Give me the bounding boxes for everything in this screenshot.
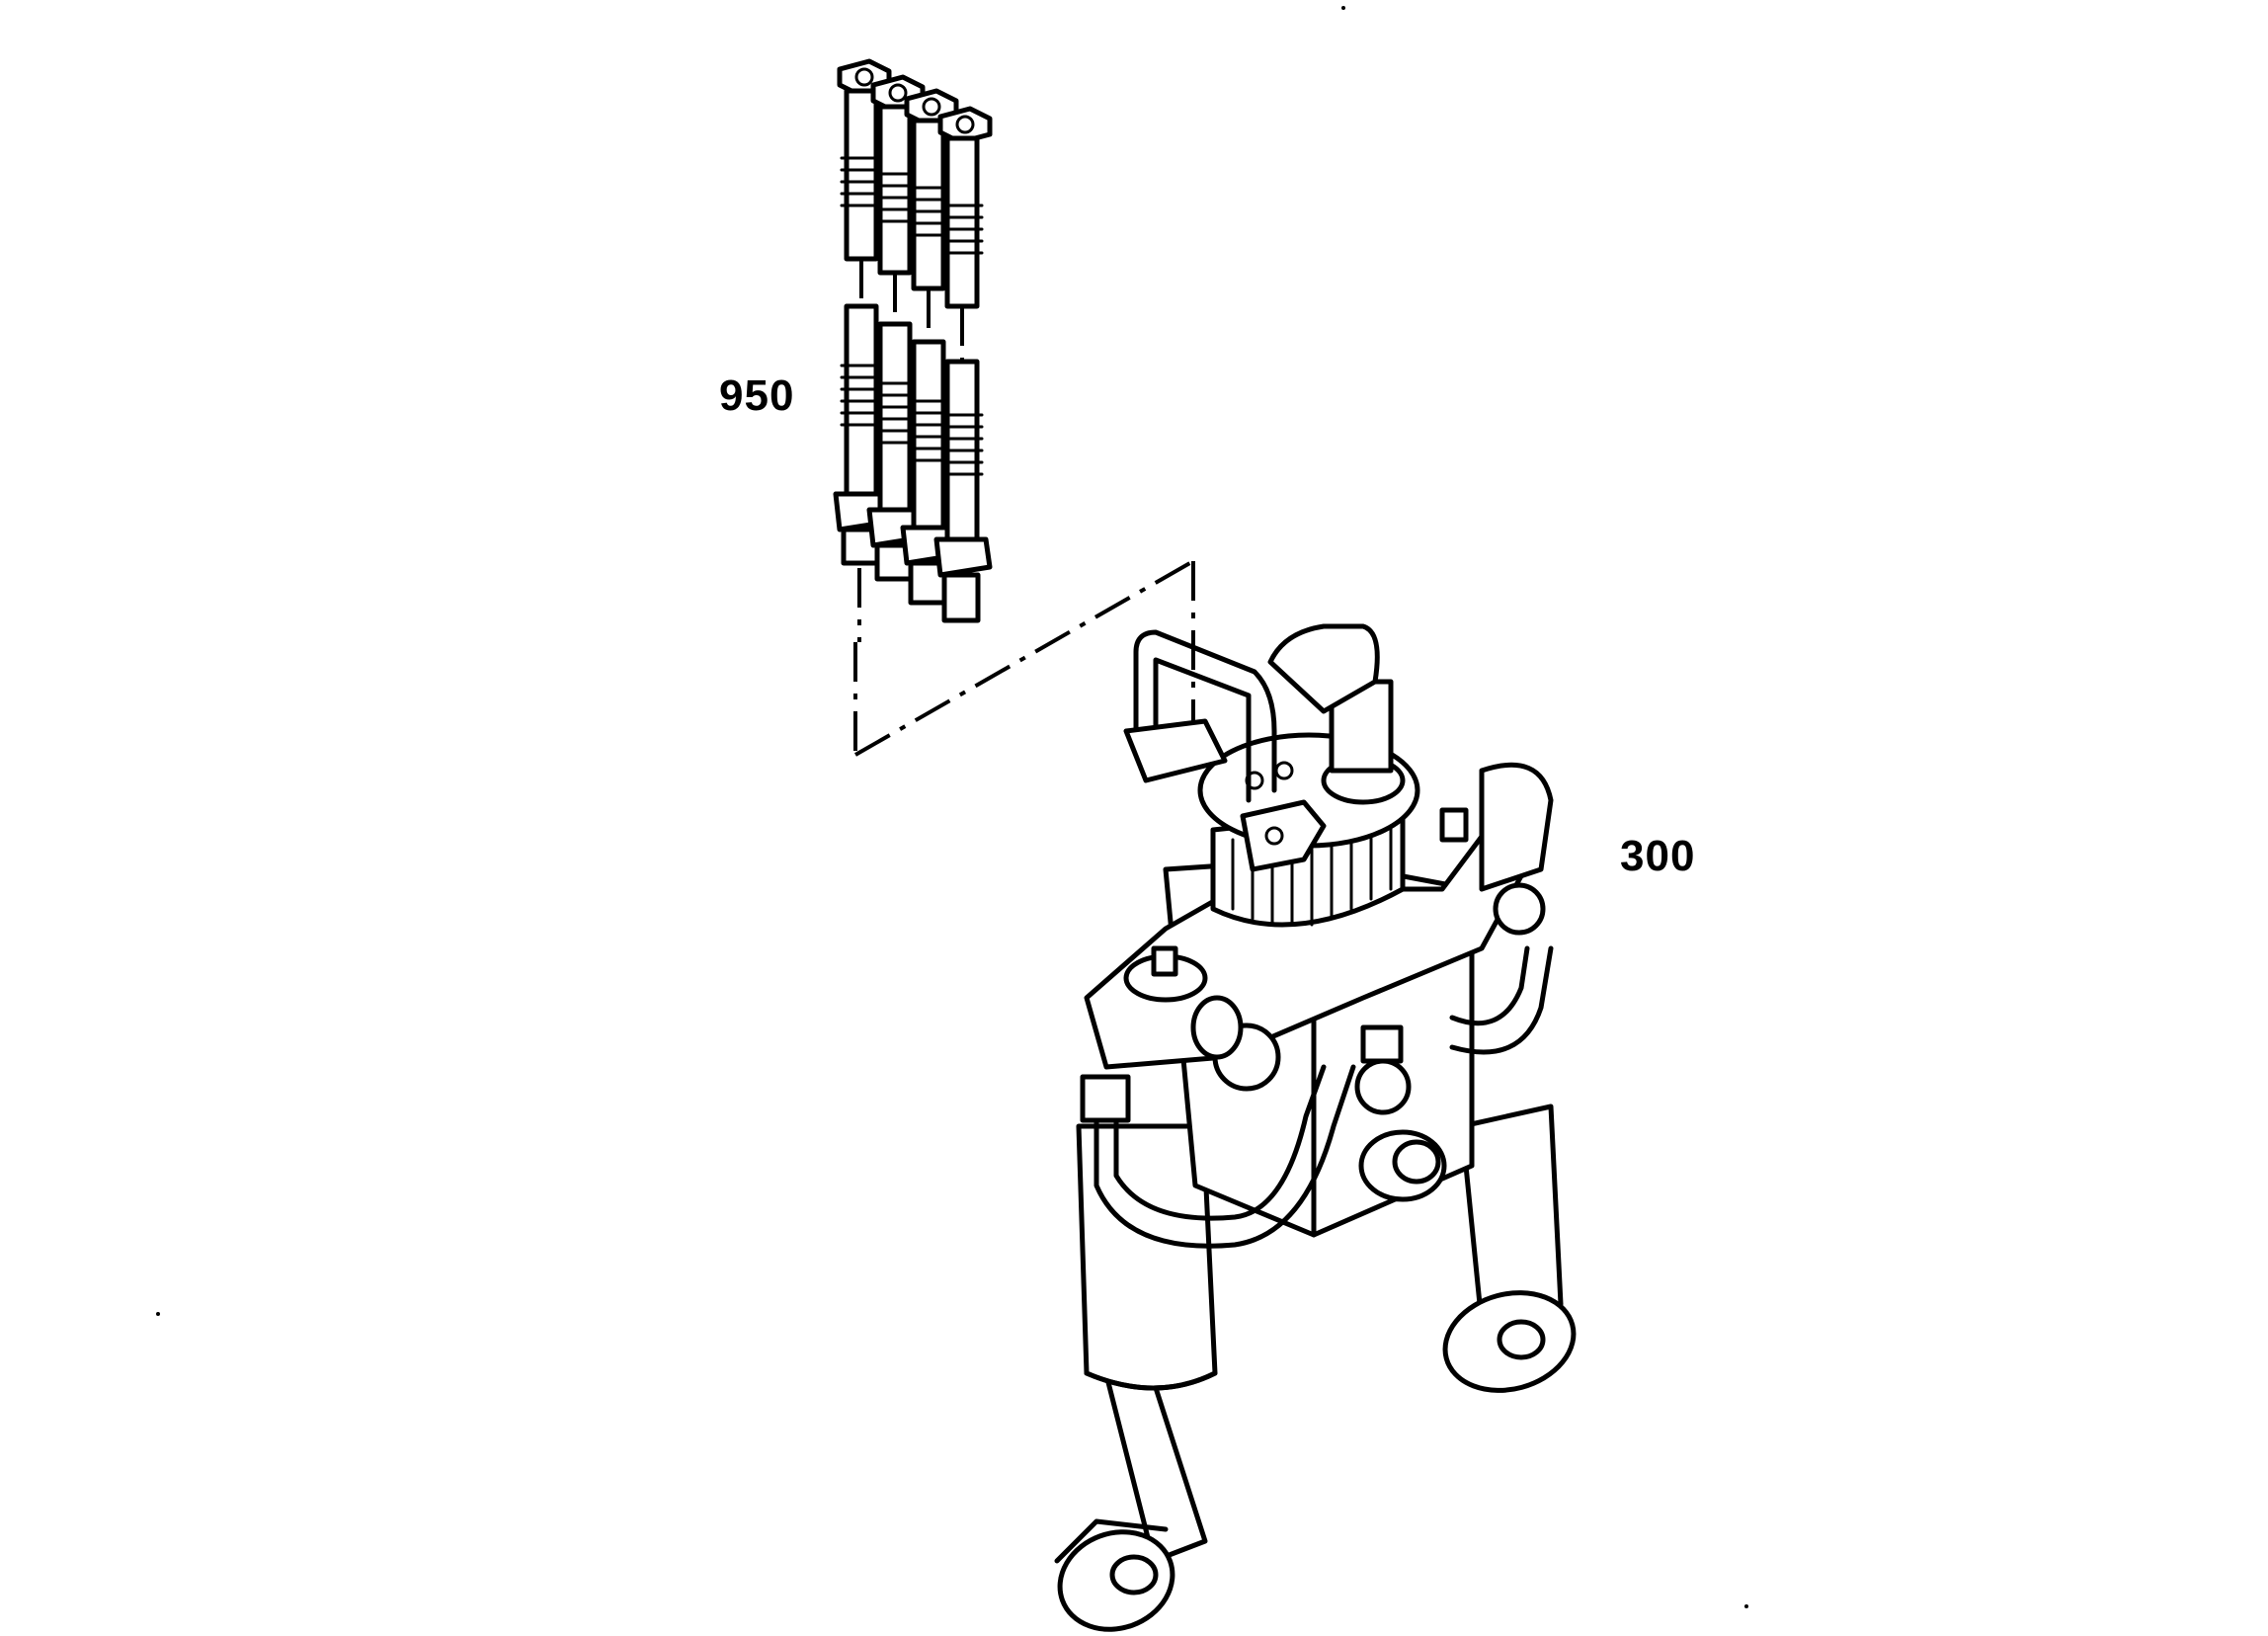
callout-pump-assembly: 300 xyxy=(1620,832,1696,880)
bolt-4 xyxy=(933,106,993,623)
speck xyxy=(1341,6,1345,10)
speck xyxy=(156,1312,160,1316)
callout-bolt-set: 950 xyxy=(719,371,795,420)
speck xyxy=(1744,1604,1748,1608)
assembly-leader-lines xyxy=(853,559,1195,757)
bolt-set-950 xyxy=(833,58,993,642)
pump-assembly-300 xyxy=(1054,623,1577,1632)
bolt-1 xyxy=(833,58,892,642)
